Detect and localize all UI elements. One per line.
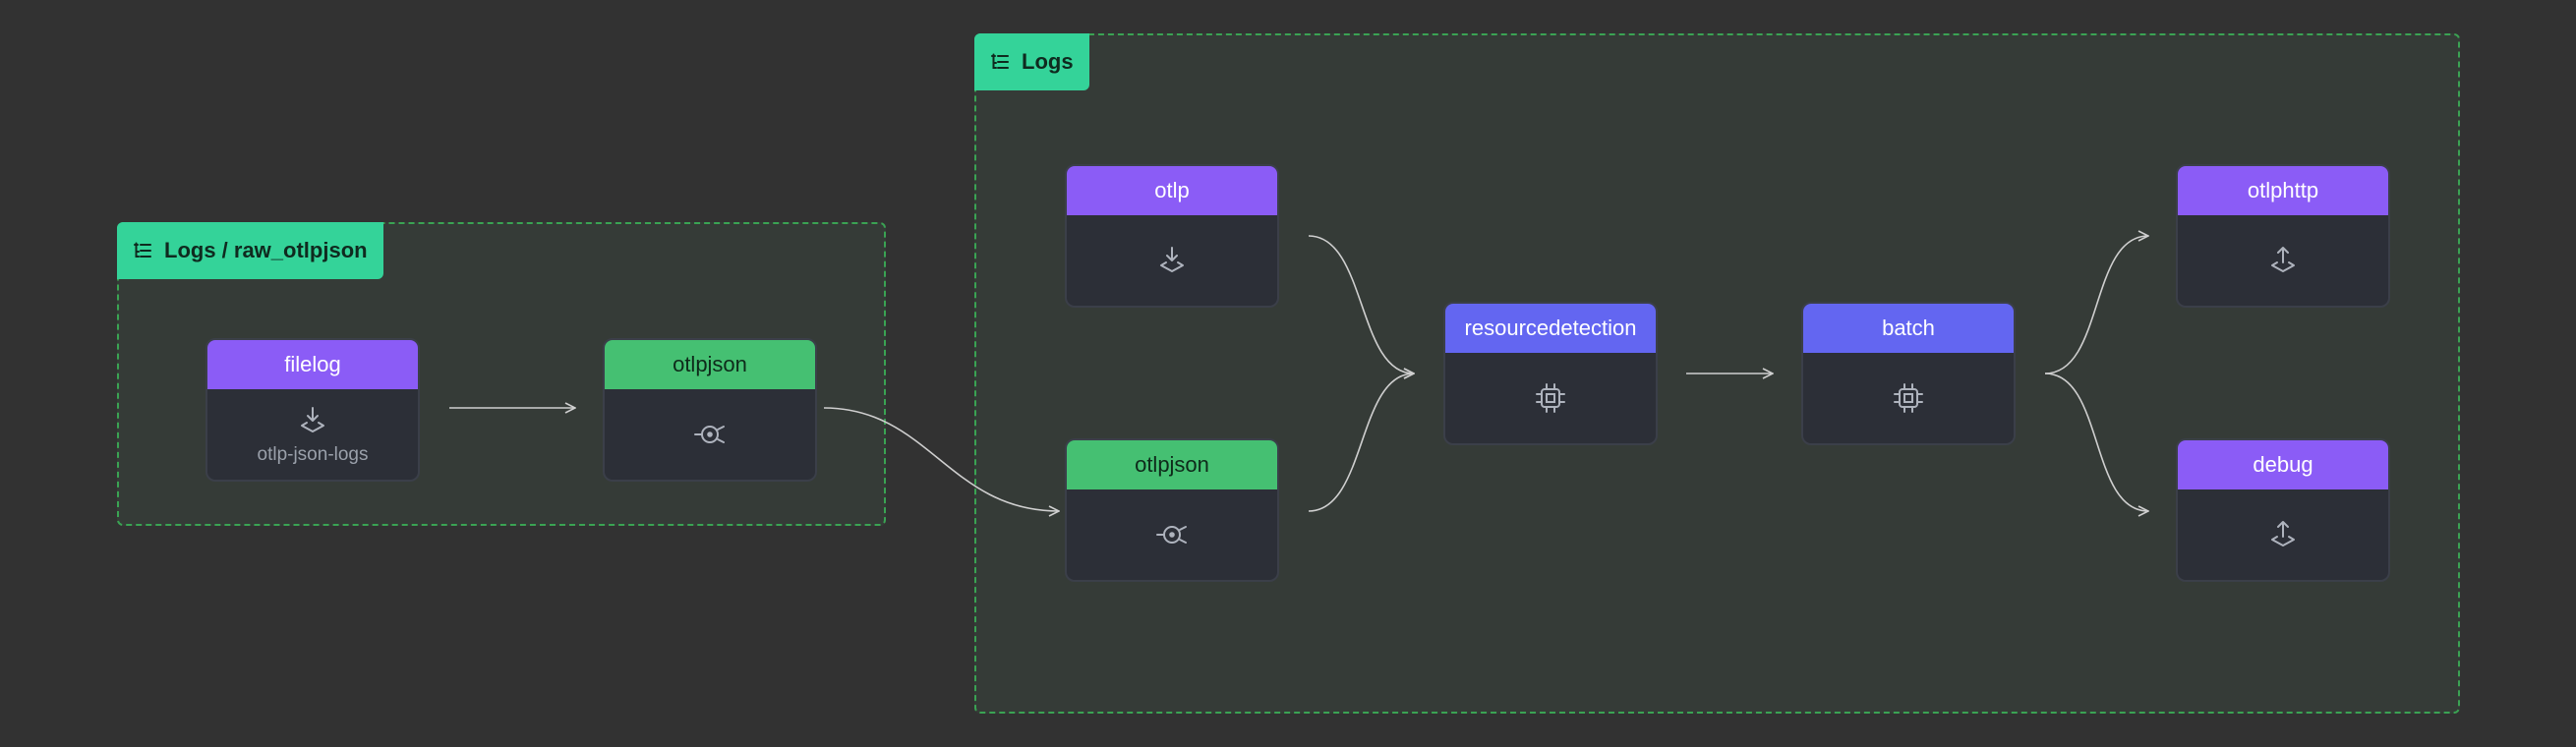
node-otlphttp[interactable]: otlphttp <box>2176 164 2390 308</box>
pipeline-group-label: Logs / raw_otlpjson <box>164 238 368 262</box>
edge-otlpjson-to-resourcedetection[interactable] <box>1308 374 1414 512</box>
node-title: filelog <box>207 340 418 389</box>
connector-icon <box>1156 526 1187 544</box>
pipeline-group-tag[interactable]: Logs / raw_otlpjson <box>117 222 383 279</box>
node-otlpjson-connector-raw[interactable]: otlpjson <box>603 338 817 482</box>
pipeline-group-tag[interactable]: Logs <box>974 33 1089 90</box>
edge-otlp-to-resourcedetection[interactable] <box>1308 235 1414 374</box>
list-icon <box>134 242 151 258</box>
node-title: otlpjson <box>1067 440 1277 489</box>
node-filelog[interactable]: filelog otlp-json-logs <box>205 338 420 482</box>
pipeline-group-label: Logs <box>1022 49 1074 74</box>
node-title: otlp <box>1067 166 1277 215</box>
node-resourcedetection[interactable]: resourcedetection <box>1443 302 1658 445</box>
node-title: otlpjson <box>605 340 815 389</box>
receiver-download-icon <box>301 407 324 432</box>
exporter-upload-icon <box>2271 247 2295 272</box>
edge-batch-to-debug[interactable] <box>2044 373 2148 511</box>
node-debug[interactable]: debug <box>2176 438 2390 582</box>
connector-icon <box>694 426 725 443</box>
node-title: otlphttp <box>2178 166 2388 215</box>
node-otlpjson-connector-logs[interactable]: otlpjson <box>1065 438 1279 582</box>
list-icon <box>991 53 1009 69</box>
processor-chip-icon <box>1536 383 1565 413</box>
edge-otlpjson-to-otlpjson[interactable] <box>823 407 1059 511</box>
exporter-upload-icon <box>2271 521 2295 546</box>
edge-batch-to-otlphttp[interactable] <box>2044 236 2148 374</box>
processor-chip-icon <box>1894 383 1923 413</box>
node-sublabel: otlp-json-logs <box>257 444 369 465</box>
node-otlp[interactable]: otlp <box>1065 164 1279 308</box>
node-title: debug <box>2178 440 2388 489</box>
node-title: batch <box>1803 304 2014 353</box>
receiver-download-icon <box>1160 247 1184 272</box>
node-batch[interactable]: batch <box>1801 302 2016 445</box>
node-title: resourcedetection <box>1445 304 1656 353</box>
